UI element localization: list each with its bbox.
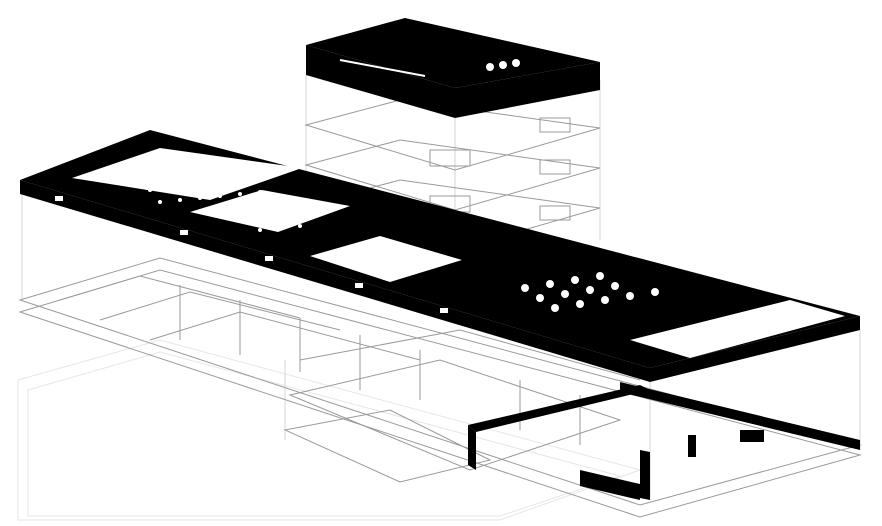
roof-light [486,63,494,71]
skylight-opening [190,190,350,232]
skylight-opening [630,300,845,358]
roof-slot [339,59,426,77]
ground-reflection [17,339,642,521]
roof-perforations [148,178,659,312]
skylight-opening [310,236,462,282]
slab-edge-openings [55,196,448,313]
tower-roof [306,18,600,118]
roof-light [512,59,520,67]
roof-slab [20,130,860,382]
roof-light [499,61,507,69]
lower-floor-plan [18,257,862,518]
skylight-opening [72,148,302,200]
lower-floor-walls [468,382,860,500]
